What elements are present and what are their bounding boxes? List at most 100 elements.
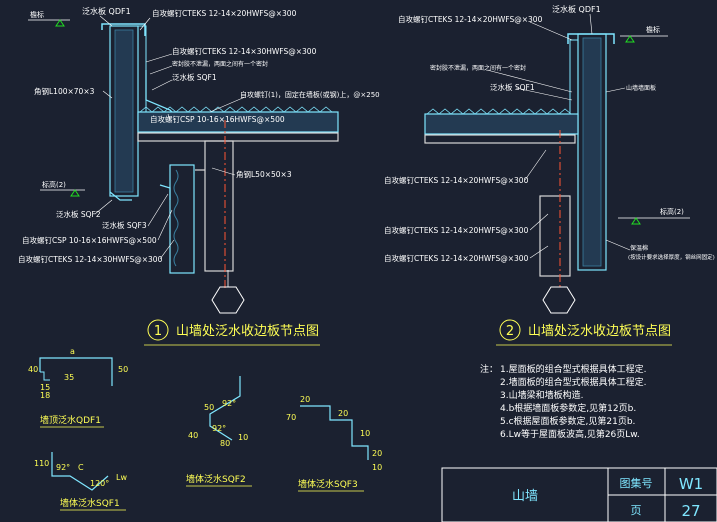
detail1-steel-l100-label: 角钢L100×70×3 xyxy=(34,86,95,96)
detail2-cteks-mid-label: 自攻螺钉CTEKS 12-14×20HWFS@×300 xyxy=(384,175,529,185)
profile-sqf2-shape xyxy=(209,376,241,441)
profile-sqf1-dim-120: 120° xyxy=(90,479,109,488)
detail2-level2-symbol xyxy=(618,217,690,225)
profile-sqf3-dim-20a: 20 xyxy=(300,395,310,404)
profile-sqf3-dim-10a: 10 xyxy=(360,429,370,438)
detail1-sqf3-flashing xyxy=(159,184,171,200)
detail1-column xyxy=(204,140,234,272)
profile-sqf3-dim-20c: 20 xyxy=(372,449,382,458)
detail1-cteks-mid-label: 自攻螺钉CTEKS 12-14×30HWFS@×300 xyxy=(172,46,317,56)
detail1-eave-label: 檐标 xyxy=(30,10,44,19)
detail1-csp-top-label: 自攻螺钉CSP 10-16×16HWFS@×500 xyxy=(150,114,285,124)
profile-qdf1-dim-15: 15 xyxy=(40,383,50,392)
detail2-parapet-inner xyxy=(569,39,579,121)
profile-sqf1-dim-lw: Lw xyxy=(116,473,127,482)
profile-sqf3-dim-70: 70 xyxy=(286,413,296,422)
profile-qdf1-shape xyxy=(39,357,113,386)
profile-qdf1-dim-35: 35 xyxy=(64,373,74,382)
detail2-title: 山墙处泛水收边板节点图 xyxy=(528,324,671,339)
profile-sqf3-title: 墙体泛水SQF3 xyxy=(298,478,358,490)
profile-qdf1-dim-40: 40 xyxy=(28,365,38,374)
detail1-roof-note-label: 自攻螺钉(1)，固定在墙板(或钢)上，@×250 xyxy=(240,90,380,99)
detail1-parapet-inner xyxy=(137,25,147,117)
detail2-qdf1-label: 泛水板 QDF1 xyxy=(552,4,601,14)
detail2-seal-label: 密封胶不泄漏，两面之间有一个密封 xyxy=(430,64,526,72)
detail1-number: 1 xyxy=(154,324,162,339)
profile-sqf3-dim-10b: 10 xyxy=(372,463,382,472)
title-block-page-label: 页 xyxy=(631,504,642,517)
profile-qdf1-dim-18: 18 xyxy=(40,391,50,400)
title-block-atlas-value: W1 xyxy=(679,475,703,493)
detail1-title: 山墙处泛水收边板节点图 xyxy=(176,324,319,339)
note-2: 2.墙面板的组合型式根据具体工程定. xyxy=(500,376,646,388)
detail1-roof-panel xyxy=(137,111,339,133)
detail2-column xyxy=(539,195,571,277)
detail1-sqf1-flashing xyxy=(145,70,176,116)
detail2-qdf1-flashing xyxy=(567,33,615,44)
note-5: 5.c根据屋面板参数定,见第21页b. xyxy=(500,415,635,427)
profile-qdf1: 40 a 50 15 18 35 墙顶泛水QDF1 xyxy=(28,347,128,428)
detail2-insulation-note-2: (按设计要求选择厚度，钢丝网固定) xyxy=(628,253,715,261)
detail1-qdf1-flashing xyxy=(101,23,146,36)
detail2-wall-note-label: 山墙墙面板 xyxy=(626,84,656,92)
detail2-sqf1-label: 泛水板 SQF1 xyxy=(490,82,535,92)
profile-sqf2-dim-10: 10 xyxy=(238,433,248,442)
title-block-page-value: 27 xyxy=(681,502,700,520)
profile-sqf1-shape xyxy=(51,452,109,491)
detail1-cteks-bottom-label: 自攻螺钉CTEKS 12-14×30HWFS@×300 xyxy=(18,254,163,264)
profile-sqf2-dim-40: 40 xyxy=(188,431,198,440)
profile-sqf1-title: 墙体泛水SQF1 xyxy=(60,497,120,509)
detail2-purlin xyxy=(424,134,576,144)
detail1-number-circle xyxy=(147,319,169,341)
detail2-number-circle xyxy=(499,319,521,341)
detail2-wall-insulation xyxy=(582,37,602,267)
notes-prefix: 注： xyxy=(480,363,498,375)
detail1-eave-level-symbol xyxy=(28,19,70,27)
profile-sqf3: 20 70 20 10 20 10 墙体泛水SQF3 xyxy=(286,395,382,492)
profile-sqf3-dim-20b: 20 xyxy=(338,409,348,418)
detail-1: 檐标 泛水板 QDF1 自攻螺钉CTEKS 12-14×20HWFS@×300 … xyxy=(18,6,380,346)
detail1-csp-bottom-label: 自攻螺钉CSP 10-16×16HWFS@×500 xyxy=(22,235,157,245)
detail1-wall-insulation xyxy=(114,29,134,193)
notes: 注： 1.屋面板的组合型式根据具体工程定. 2.墙面板的组合型式根据具体工程定.… xyxy=(480,363,646,440)
profile-sqf1-dim-92: 92° xyxy=(56,463,70,472)
detail2-axis-bubble xyxy=(542,286,576,314)
detail2-cteks-low1-label: 自攻螺钉CTEKS 12-14×20HWFS@×300 xyxy=(384,225,529,235)
title-block: 山墙 图集号 W1 页 27 xyxy=(441,467,717,522)
detail1-sqf1-label: 泛水板 SQF1 xyxy=(172,72,217,82)
detail1-lower-wall-wave xyxy=(173,169,179,267)
detail2-roof-corrugation xyxy=(426,108,572,115)
profile-qdf1-dim-50: 50 xyxy=(118,365,128,374)
detail2-eave-level-symbol xyxy=(620,35,668,43)
profile-sqf2-title: 墙体泛水SQF2 xyxy=(186,473,246,485)
profile-qdf1-title: 墙顶泛水QDF1 xyxy=(40,414,101,426)
profile-sqf1: 110 92° C 120° Lw 墙体泛水SQF1 xyxy=(34,452,127,511)
detail1-level2-symbol xyxy=(40,189,85,197)
note-1: 1.屋面板的组合型式根据具体工程定. xyxy=(500,363,646,375)
detail1-roof-corrugation xyxy=(139,106,333,113)
profile-sqf1-dim-c: C xyxy=(78,463,84,472)
detail1-sqf3-label: 泛水板 SQF3 xyxy=(102,220,147,230)
profile-sqf1-dim-110: 110 xyxy=(34,459,49,468)
detail1-seal-label: 密封胶不泄漏，两面之间有一个密封 xyxy=(172,60,268,68)
profile-sqf2-dim-80: 80 xyxy=(220,439,230,448)
detail1-sqf2-label: 泛水板 SQF2 xyxy=(56,209,101,219)
title-block-name: 山墙 xyxy=(512,489,538,504)
profile-sqf3-shape xyxy=(300,405,369,460)
profile-sqf2-dim-92a: 92° xyxy=(222,399,236,408)
detail1-lower-wall xyxy=(169,164,195,274)
detail1-steel-l50-label: 角钢L50×50×3 xyxy=(236,169,292,179)
profile-qdf1-dim-a: a xyxy=(70,347,75,356)
detail-2: 自攻螺钉CTEKS 12-14×20HWFS@×300 泛水板 QDF1 檐标 … xyxy=(384,4,715,346)
detail1-axis-bubble xyxy=(211,286,245,314)
detail2-eave-label: 檐标 xyxy=(646,25,660,34)
detail2-insulation-note: 保温棉 xyxy=(630,244,648,252)
detail2-level2-label: 标高(2) xyxy=(660,207,684,216)
note-6: 6.Lw等于屋面板波高,见第26页Lw. xyxy=(500,428,640,440)
profile-sqf2-dim-92b: 92° xyxy=(212,424,226,433)
detail2-cteks-top-label: 自攻螺钉CTEKS 12-14×20HWFS@×300 xyxy=(398,14,543,24)
profile-sqf2-dim-50: 50 xyxy=(204,403,214,412)
detail2-cteks-low2-label: 自攻螺钉CTEKS 12-14×20HWFS@×300 xyxy=(384,253,529,263)
note-3: 3.山墙梁和墙板构造. xyxy=(500,389,583,401)
note-4: 4.b根据墙面板参数定,见第12页b. xyxy=(500,402,636,414)
